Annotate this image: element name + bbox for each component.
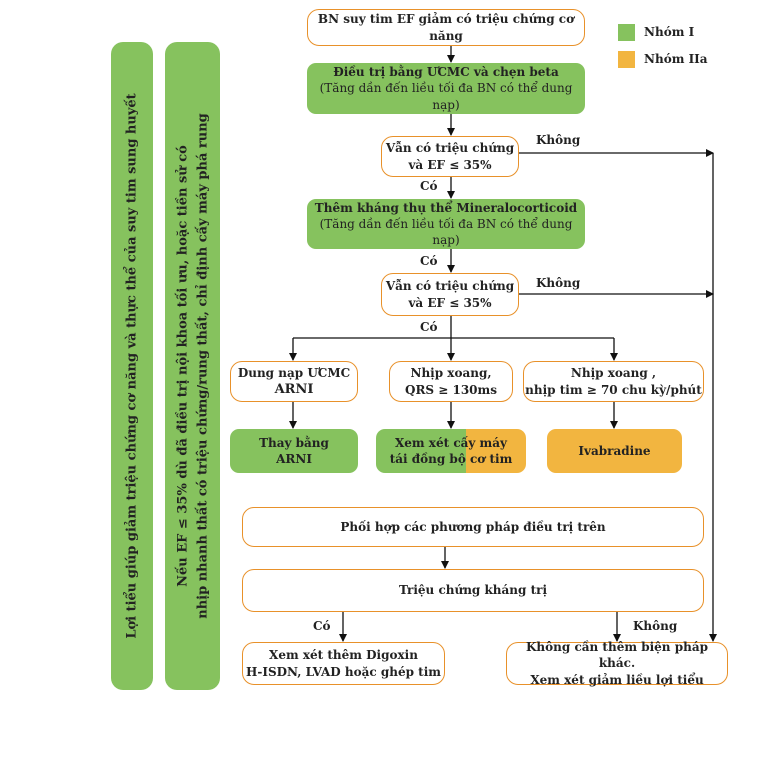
side-bar-icd-text: Nếu EF ≤ 35% dù đã điều trị nội khoa tối…	[173, 113, 212, 619]
node-refractory: Triệu chứng kháng trị	[242, 569, 704, 612]
node-final-no-line2: Xem xét giảm liều lợi tiểu	[530, 672, 704, 687]
node-acei-sub: (Tăng dần đến liều tối đa BN có thể dung…	[319, 81, 573, 112]
node-branch2-line2: QRS ≥ 130ms	[404, 382, 497, 397]
node-branch-arni: Dung nạp ƯCMC ARNI	[230, 361, 358, 402]
node-final-yes-line1: Xem xét thêm Digoxin	[269, 648, 418, 663]
legend-label-group1: Nhóm I	[644, 25, 695, 39]
legend-swatch-group2a	[618, 51, 635, 68]
node-branch1-line1: Dung nạp ƯCMC	[237, 365, 351, 380]
legend-label-group2a: Nhóm IIa	[644, 52, 708, 66]
legend-swatch-group1	[618, 24, 635, 41]
node-branch2-line1: Nhịp xoang,	[410, 366, 492, 381]
edge-label-no2: Không	[536, 276, 581, 290]
node-acei-beta: Điều trị bằng ƯCMC và chẹn beta (Tăng dầ…	[307, 63, 585, 114]
node-mra-title: Thêm kháng thụ thể Mineralocorticoid	[314, 200, 578, 215]
edge-label-yes1: Có	[420, 179, 438, 193]
node-refractory-text: Triệu chứng kháng trị	[398, 583, 548, 598]
edge-label-no3: Không	[633, 619, 678, 633]
node-action2-line1: Xem xét cấy máy	[394, 435, 507, 450]
edge-label-yes3: Có	[420, 320, 438, 334]
node-action3-text: Ivabradine	[578, 444, 651, 458]
side-bar-icd: Nếu EF ≤ 35% dù đã điều trị nội khoa tối…	[165, 42, 220, 690]
node-check1: Vẫn có triệu chứng và EF ≤ 35%	[381, 136, 519, 177]
node-final-yes-line2: H-ISDN, LVAD hoặc ghép tim	[246, 664, 441, 679]
edge-label-yes2: Có	[420, 254, 438, 268]
node-action-arni: Thay bằng ARNI	[230, 429, 358, 473]
node-action-crt: Xem xét cấy máy tái đồng bộ cơ tim	[376, 429, 526, 473]
node-branch3-line1: Nhịp xoang ,	[570, 366, 657, 381]
node-action2-line2: tái đồng bộ cơ tim	[389, 452, 513, 466]
edge-label-yes4: Có	[313, 619, 331, 633]
node-branch-heart-rate: Nhịp xoang , nhịp tim ≥ 70 chu kỳ/phút	[523, 361, 704, 402]
node-action-ivabradine: Ivabradine	[547, 429, 682, 473]
node-check2-line1: Vẫn có triệu chứng	[385, 279, 515, 294]
node-mra: Thêm kháng thụ thể Mineralocorticoid (Tă…	[307, 199, 585, 249]
node-acei-title: Điều trị bằng ƯCMC và chẹn beta	[333, 65, 559, 80]
side-bar-diuretics: Lợi tiểu giúp giảm triệu chứng cơ năng v…	[111, 42, 153, 690]
edge-label-no1: Không	[536, 133, 581, 147]
node-start: BN suy tim EF giảm có triệu chứng cơ năn…	[307, 9, 585, 46]
node-combine: Phối hợp các phương pháp điều trị trên	[242, 507, 704, 547]
node-mra-sub: (Tăng dần đến liều tối đa BN có thể dung…	[319, 216, 573, 248]
node-final-no: Không cần thêm biện pháp khác. Xem xét g…	[506, 640, 728, 687]
node-combine-text: Phối hợp các phương pháp điều trị trên	[340, 519, 606, 534]
node-start-text: BN suy tim EF giảm có triệu chứng cơ năn…	[317, 12, 575, 43]
node-check2-line2: và EF ≤ 35%	[408, 295, 492, 310]
node-branch-qrs: Nhịp xoang, QRS ≥ 130ms	[389, 361, 513, 402]
node-check2: Vẫn có triệu chứng và EF ≤ 35%	[381, 273, 519, 316]
node-branch1-line2: ARNI	[274, 381, 314, 397]
side-bar-icd-line1: Nếu EF ≤ 35% dù đã điều trị nội khoa tối…	[175, 145, 190, 587]
side-bar-icd-line2: nhịp nhanh thất có triệu chứng/rung thất…	[194, 113, 210, 619]
node-final-no-line1: Không cần thêm biện pháp khác.	[526, 640, 708, 671]
node-branch3-line2: nhịp tim ≥ 70 chu kỳ/phút	[525, 382, 702, 397]
node-action1-line1: Thay bằng	[259, 435, 329, 450]
node-check1-line2: và EF ≤ 35%	[408, 157, 492, 172]
node-check1-line1: Vẫn có triệu chứng	[385, 141, 515, 156]
node-final-yes: Xem xét thêm Digoxin H-ISDN, LVAD hoặc g…	[242, 642, 445, 685]
side-bar-diuretics-text: Lợi tiểu giúp giảm triệu chứng cơ năng v…	[124, 93, 140, 639]
node-action1-line2: ARNI	[276, 452, 312, 466]
